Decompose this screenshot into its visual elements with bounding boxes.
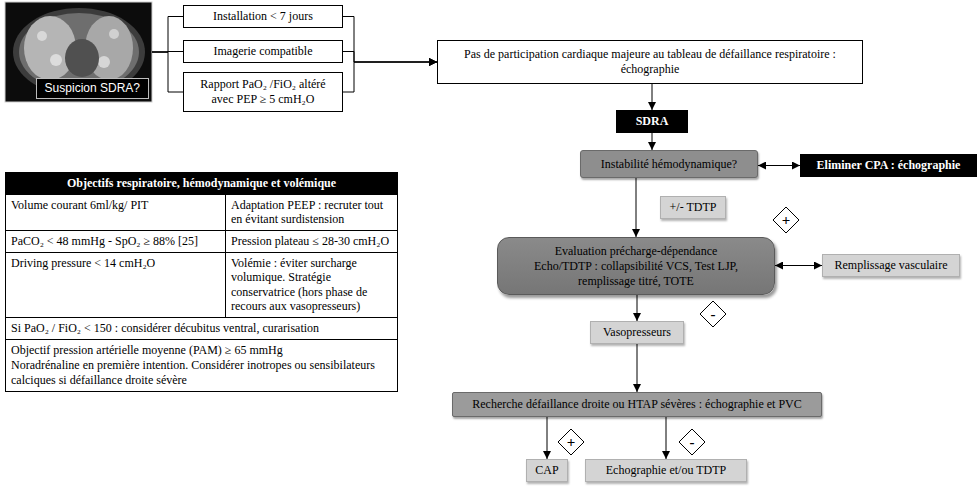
connector xyxy=(636,178,637,237)
connector xyxy=(652,84,653,110)
table-cell: Driving pressure < 14 cmH₂O xyxy=(6,253,226,319)
connector xyxy=(547,417,548,459)
connector xyxy=(152,17,183,53)
table-cell: Pression plateau ≤ 28-30 cmH₂O xyxy=(226,231,398,253)
diamond-shape xyxy=(773,207,799,233)
node-text: CAP xyxy=(535,463,558,478)
connector xyxy=(152,52,183,92)
node-text: Vasopresseurs xyxy=(603,325,671,340)
connector xyxy=(758,165,800,166)
diamond-shape xyxy=(679,429,705,455)
question-box: Instabilité hémodynamique? xyxy=(580,150,758,178)
table-cell: Adaptation PEEP : recruter tout en évita… xyxy=(226,195,398,231)
node-text: Installation < 7 jours xyxy=(213,9,313,24)
table-header: Objectifs respiratoire, hémodynamique et… xyxy=(6,173,398,195)
criterion-box: Installation < 7 jours xyxy=(183,5,343,28)
connector xyxy=(343,17,437,63)
option-box: +/- TDTP xyxy=(660,196,726,219)
table-cell: Volume courant 6ml/kg/ PIT xyxy=(6,195,226,231)
ct-opacity xyxy=(98,56,110,68)
node-text: Pas de participation cardiaque majeure a… xyxy=(444,47,856,77)
node-text: - xyxy=(711,307,716,322)
ct-frame xyxy=(5,2,152,102)
connector xyxy=(637,295,638,321)
action-box: Eliminer CPA : échographie xyxy=(800,154,977,177)
decision-diamond: + xyxy=(772,206,800,234)
objectives-table: Objectifs respiratoire, hémodynamique et… xyxy=(5,172,398,392)
table-cell: Volémie : éviter surcharge volumique. St… xyxy=(226,253,398,319)
connector xyxy=(775,265,822,266)
connector xyxy=(343,62,437,92)
table-cell: PaCO₂ < 48 mmHg - SpO₂ ≥ 88% [25] xyxy=(6,231,226,253)
criterion-box: Rapport PaO₂ /FiO₂ altéré avec PEP ≥ 5 c… xyxy=(183,72,343,112)
ct-opacity xyxy=(37,31,47,41)
node-text: Recherche défaillance droite ou HTAP sév… xyxy=(472,397,801,412)
process-box: Recherche défaillance droite ou HTAP sév… xyxy=(452,392,822,417)
ct-image: Suspicion SDRA? xyxy=(5,2,152,102)
node-text: Remplissage vasculaire xyxy=(835,258,948,273)
diagnosis-box: SDRA xyxy=(616,110,688,133)
diamond-shape xyxy=(700,301,726,327)
connector xyxy=(666,417,667,459)
connector xyxy=(652,133,653,150)
node-text: - xyxy=(690,435,695,450)
ct-heart xyxy=(65,39,99,77)
table-cell: Noradrénaline en première intention. Con… xyxy=(6,357,398,391)
node-text: Echo/TDTP : collapsibilité VCS, Test LJP… xyxy=(504,259,768,289)
node-text: Eliminer CPA : échographie xyxy=(817,158,961,173)
node-text: + xyxy=(782,213,791,228)
node-text: Evaluation précharge-dépendance xyxy=(555,244,718,259)
node-text: +/- TDTP xyxy=(670,200,717,215)
result-box: Echographie et/ou TDTP xyxy=(585,459,747,482)
decision-diamond: - xyxy=(699,300,727,328)
node-text: Echographie et/ou TDTP xyxy=(606,463,726,478)
criterion-box: Imagerie compatible xyxy=(183,40,343,63)
decision-diamond: - xyxy=(678,428,706,456)
process-box: Pas de participation cardiaque majeure a… xyxy=(437,40,863,84)
node-text: + xyxy=(567,435,576,450)
node-text: Suspicion SDRA? xyxy=(36,78,149,99)
result-box: CAP xyxy=(526,459,568,482)
ct-opacity xyxy=(109,29,119,39)
ct-opacity xyxy=(50,54,62,66)
node-text: SDRA xyxy=(636,114,669,129)
connector xyxy=(343,52,437,63)
assessment-box: Evaluation précharge-dépendanceEcho/TDTP… xyxy=(497,237,775,295)
decision-diamond: + xyxy=(557,428,585,456)
action-box: Vasopresseurs xyxy=(590,321,684,344)
node-text: Rapport PaO₂ /FiO₂ altéré avec PEP ≥ 5 c… xyxy=(190,77,336,107)
table-cell: Objectif pression artérielle moyenne (PA… xyxy=(6,340,398,358)
connector xyxy=(637,344,638,392)
diamond-shape xyxy=(558,429,584,455)
table-cell: Si PaO₂ / FiO₂ < 150 : considérer décubi… xyxy=(6,318,398,340)
node-text: Instabilité hémodynamique? xyxy=(601,157,737,172)
action-box: Remplissage vasculaire xyxy=(822,254,960,277)
ct-scan xyxy=(5,2,152,102)
node-text: Imagerie compatible xyxy=(214,44,313,59)
